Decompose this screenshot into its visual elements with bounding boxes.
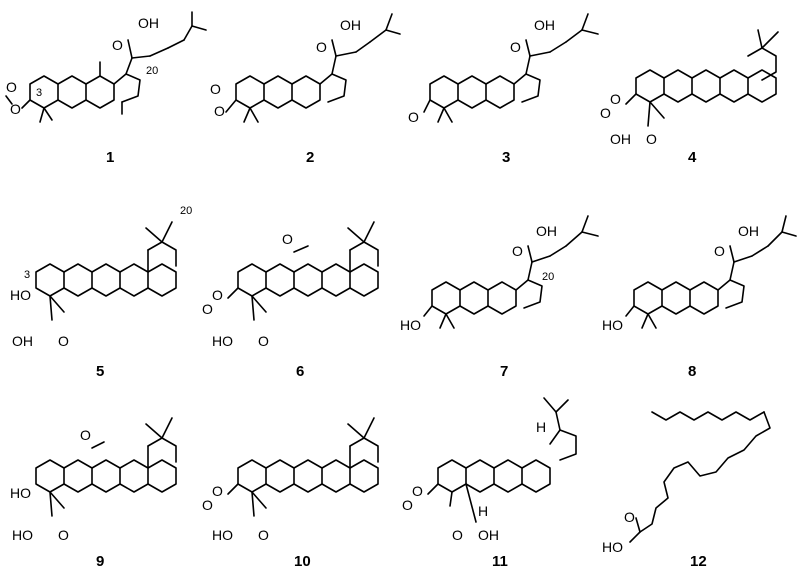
compound-5-atom-oh: OH [12, 333, 33, 349]
compound-11-atom-o: O [402, 497, 413, 513]
compound-9-atom-ho: HO [12, 527, 33, 543]
compound-6-atom-ho: HO [212, 333, 233, 349]
compound-10-atom-o: O [212, 483, 223, 499]
compound-10-atom-ho: HO [212, 527, 233, 543]
compound-8-atom-o: O [714, 243, 725, 259]
compound-7-atom-ho: HO [400, 317, 421, 333]
compound-4-label: 4 [688, 149, 697, 166]
compound-12-structure [629, 411, 771, 543]
compound-8-structure [625, 215, 797, 329]
compound-3-atom-o: O [510, 39, 521, 55]
compound-11-label: 11 [492, 553, 508, 570]
compound-12-atom-ho: HO [602, 539, 623, 555]
compound-9-label: 9 [96, 553, 104, 570]
compound-1-atom-oh: OH [138, 15, 159, 31]
compound-3-label: 3 [502, 149, 510, 166]
compound-1-atom-o: O [6, 79, 17, 95]
compound-6-atom-o: O [202, 301, 213, 317]
compound-4-atom-o: O [610, 91, 621, 107]
compound-4-atom-o: O [646, 131, 657, 147]
compound-9-structure [35, 417, 177, 517]
compound-12-atom-o: O [624, 509, 635, 525]
compound-4-atom-o: O [600, 105, 611, 121]
compound-1-atom-o: O [112, 37, 123, 53]
compound-6-atom-o: O [282, 231, 293, 247]
compound-3-atom-oh: OH [534, 17, 555, 33]
compound-11-atom-o: O [452, 527, 463, 543]
compound-12-label: 12 [690, 553, 707, 570]
compound-6-atom-o: O [212, 287, 223, 303]
compound-2-label: 2 [306, 149, 314, 166]
compound-9-atom-o: O [80, 427, 91, 443]
compound-6-structure [227, 221, 379, 321]
compound-7-label: 7 [500, 363, 508, 380]
compound-8-label: 8 [688, 363, 696, 380]
compound-11-atom-h: H [478, 503, 488, 519]
compound-5-atom-o: O [58, 333, 69, 349]
compound-10-atom-o: O [202, 497, 213, 513]
compound-11-structure [427, 397, 577, 523]
compound-10-structure [227, 417, 379, 517]
compound-3-atom-o: O [408, 109, 419, 125]
compound-1-label: 1 [106, 149, 114, 166]
compound-10-atom-o: O [258, 527, 269, 543]
compound-5-structure [35, 221, 177, 321]
compound-5-atom-ho: HO [10, 287, 31, 303]
compound-5-label: 5 [96, 363, 104, 380]
compound-11-atom-oh: OH [478, 527, 499, 543]
compound-11-atom-o: O [412, 483, 423, 499]
compound-1-locant: 20 [146, 65, 158, 77]
compound-2-atom-o: O [210, 81, 221, 97]
compound-7-atom-o: O [512, 243, 523, 259]
compound-2-atom-o: O [214, 103, 225, 119]
compound-1-locant: 3 [36, 87, 42, 99]
compound-2-atom-o: O [316, 39, 327, 55]
compound-6-atom-o: O [258, 333, 269, 349]
compound-3-structure [423, 13, 599, 123]
compound-6-label: 6 [296, 363, 304, 380]
compound-2-atom-oh: OH [340, 17, 361, 33]
compound-5-locant: 20 [180, 205, 192, 217]
compound-8-atom-oh: OH [738, 223, 759, 239]
compound-1-structure [5, 11, 207, 123]
compound-7-atom-oh: OH [536, 223, 557, 239]
compound-5-locant: 3 [24, 269, 30, 281]
compound-11-atom-h: H [536, 419, 546, 435]
compound-7-locant: 20 [542, 271, 554, 283]
compound-2-structure [225, 13, 401, 123]
compound-7-structure [423, 215, 599, 329]
compound-8-atom-ho: HO [602, 317, 623, 333]
compound-10-label: 10 [294, 553, 311, 570]
compound-4-atom-oh: OH [610, 131, 631, 147]
compound-1-atom-o: O [10, 101, 21, 117]
compound-9-atom-ho: HO [10, 485, 31, 501]
compound-4-structure [625, 29, 779, 127]
compound-9-atom-o: O [58, 527, 69, 543]
